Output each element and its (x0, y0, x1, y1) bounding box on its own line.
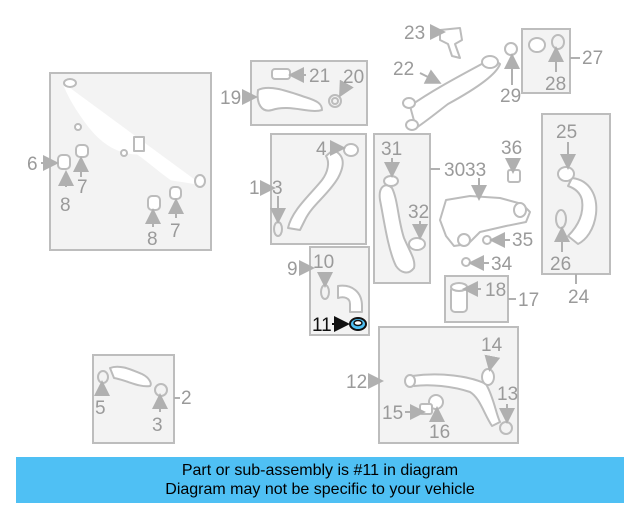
callout-13[interactable]: 13 (497, 384, 518, 405)
callout-10[interactable]: 10 (313, 252, 334, 273)
callout-36[interactable]: 36 (501, 138, 522, 159)
callout-1[interactable]: 1 (249, 178, 260, 199)
callout-35[interactable]: 35 (512, 230, 533, 251)
hose-3-4 (273, 143, 359, 237)
banner-line-1: Part or sub-assembly is #11 in diagram (181, 462, 459, 479)
bolt-34 (461, 257, 471, 267)
callout-22[interactable]: 22 (393, 59, 414, 80)
callout-8b[interactable]: 8 (147, 229, 158, 250)
callout-31[interactable]: 31 (381, 139, 402, 160)
intake-manifold-33 (439, 195, 531, 247)
callout-3b[interactable]: 3 (152, 415, 163, 436)
intercooler-pipe-22 (402, 42, 518, 131)
callout-24[interactable]: 24 (568, 287, 590, 308)
callout-19[interactable]: 19 (220, 88, 241, 109)
grommet-7b (169, 186, 182, 200)
clamp-28 (528, 34, 565, 53)
sensor-36 (507, 169, 521, 183)
callout-33[interactable]: 33 (465, 160, 486, 181)
hose-10 (320, 284, 363, 313)
callout-15[interactable]: 15 (382, 403, 403, 424)
callout-32[interactable]: 32 (408, 202, 429, 223)
hose-19 (256, 68, 342, 112)
callout-7a[interactable]: 7 (77, 177, 88, 198)
callout-29[interactable]: 29 (500, 86, 521, 107)
bracket-23 (439, 27, 463, 59)
grommet-8b (147, 195, 161, 211)
callout-25[interactable]: 25 (556, 122, 577, 143)
grommet-8a (57, 154, 71, 170)
callout-12[interactable]: 12 (346, 372, 367, 393)
callout-4[interactable]: 4 (316, 139, 327, 160)
callout-27[interactable]: 27 (582, 48, 603, 69)
cap-18 (450, 282, 468, 313)
info-banner: Part or sub-assembly is #11 in diagram D… (16, 457, 624, 503)
hose-31-32 (378, 175, 426, 274)
clamp-11[interactable] (349, 317, 367, 331)
callout-28[interactable]: 28 (545, 74, 566, 95)
callout-3a[interactable]: 3 (272, 178, 283, 199)
callout-5[interactable]: 5 (95, 398, 106, 419)
callout-16[interactable]: 16 (429, 422, 450, 443)
pipe-6 (63, 78, 206, 188)
callout-2[interactable]: 2 (181, 388, 192, 409)
banner-line-2: Diagram may not be specific to your vehi… (165, 481, 475, 498)
callout-30[interactable]: 30 (444, 160, 465, 181)
callout-26[interactable]: 26 (550, 254, 571, 275)
callout-23[interactable]: 23 (404, 23, 425, 44)
grommet-7a (75, 144, 89, 158)
callout-14[interactable]: 14 (481, 335, 503, 356)
callout-18[interactable]: 18 (485, 280, 506, 301)
callout-8a[interactable]: 8 (60, 195, 71, 216)
callout-6[interactable]: 6 (27, 154, 38, 175)
callout-21[interactable]: 21 (309, 66, 330, 87)
callout-34[interactable]: 34 (491, 254, 513, 275)
bolt-35 (482, 235, 492, 245)
callout-17[interactable]: 17 (518, 290, 539, 311)
callout-11[interactable]: 11 (312, 315, 332, 336)
callout-20[interactable]: 20 (343, 67, 364, 88)
callout-7b[interactable]: 7 (170, 221, 181, 242)
callout-9[interactable]: 9 (287, 259, 298, 280)
